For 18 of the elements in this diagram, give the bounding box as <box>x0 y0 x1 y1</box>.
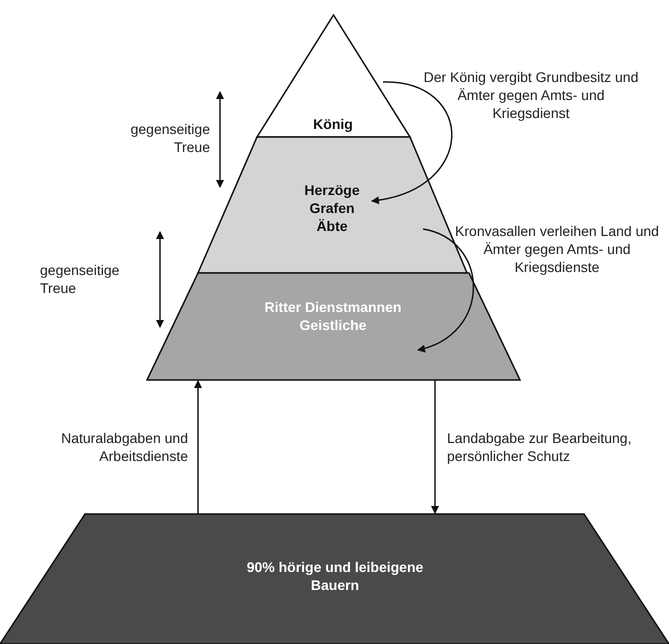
edge-label: Der König vergibt Grundbesitz und Ämter gegen Amts- und Kriegsdienst <box>422 68 640 123</box>
edge-label: Naturalabgaben und Arbeitsdienste <box>60 429 188 466</box>
tier-label: König <box>312 115 354 134</box>
double-arrow <box>216 91 224 188</box>
double-arrow <box>156 231 164 328</box>
pyramid-tier <box>0 514 669 644</box>
tier-label: Herzöge Grafen Äbte <box>303 181 361 236</box>
edge-label: Landabgabe zur Bearbeitung, persönlicher Schutz <box>447 429 632 466</box>
pyramid-tier <box>147 273 520 380</box>
curved-arrow <box>371 81 452 204</box>
edge-label: gegenseitige Treue <box>130 120 210 156</box>
tier-label: Ritter Dienstmannen Geistliche <box>264 298 402 334</box>
curved-arrow <box>417 228 474 352</box>
arrow <box>194 380 202 514</box>
arrow <box>431 380 439 514</box>
edge-label: gegenseitige Treue <box>40 261 120 298</box>
tier-label: 90% hörige und leibeigene Bauern <box>246 558 424 594</box>
edge-label: Kronvasallen verleihen Land und Ämter gegen Amts- und Kriegsdienste <box>454 222 660 277</box>
